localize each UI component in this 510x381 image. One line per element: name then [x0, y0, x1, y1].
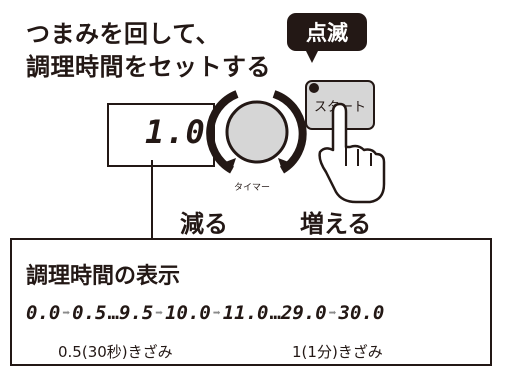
seq-ellipsis: …	[107, 302, 118, 324]
timer-knob-icon	[225, 100, 289, 164]
time-display-value: 1.0	[145, 113, 206, 151]
panel-title: 調理時間の表示	[26, 264, 181, 289]
increase-label: 増える	[300, 210, 372, 238]
rotate-left-arrowhead	[220, 158, 236, 170]
range2-label: 1(1分)きざみ	[292, 343, 383, 361]
seq-arrow-icon: ➡	[155, 305, 164, 321]
blink-badge: 点滅	[287, 13, 367, 51]
time-display	[107, 103, 215, 167]
seq-value-3: 10.0	[165, 302, 211, 324]
seq-value-1: 0.5	[72, 302, 107, 324]
seq-value-0: 0.0	[26, 302, 61, 324]
rotate-right-arrowhead	[278, 158, 294, 170]
time-sequence: 0.0 ➡ 0.5 … 9.5 ➡ 10.0 ➡ 11.0 … 29.0 ➡ 3…	[26, 302, 384, 324]
seq-value-4: 11.0	[222, 302, 269, 324]
decrease-label: 減る	[180, 210, 228, 238]
instruction-text: つまみを回して、 調理時間をセットする	[26, 18, 271, 84]
seq-value-2: 9.5	[118, 302, 154, 324]
pressing-hand-icon	[318, 102, 386, 204]
time-display-panel	[10, 238, 492, 366]
instruction-line-1: つまみを回して、	[26, 20, 221, 48]
start-indicator-led	[309, 83, 319, 93]
seq-ellipsis: …	[269, 302, 280, 324]
seq-arrow-icon: ➡	[212, 305, 221, 321]
seq-arrow-icon: ➡	[328, 305, 337, 321]
rotate-left-arc	[206, 90, 239, 174]
range1-label: 0.5(30秒)きざみ	[58, 343, 173, 361]
instruction-line-2: 調理時間をセットする	[26, 53, 271, 81]
seq-arrow-icon: ➡	[62, 305, 71, 321]
blink-badge-pointer	[305, 49, 319, 63]
rotate-right-arc	[272, 90, 307, 174]
timer-label: タイマー	[234, 183, 271, 193]
seq-value-6: 30.0	[338, 302, 385, 324]
seq-value-5: 29.0	[280, 302, 327, 324]
